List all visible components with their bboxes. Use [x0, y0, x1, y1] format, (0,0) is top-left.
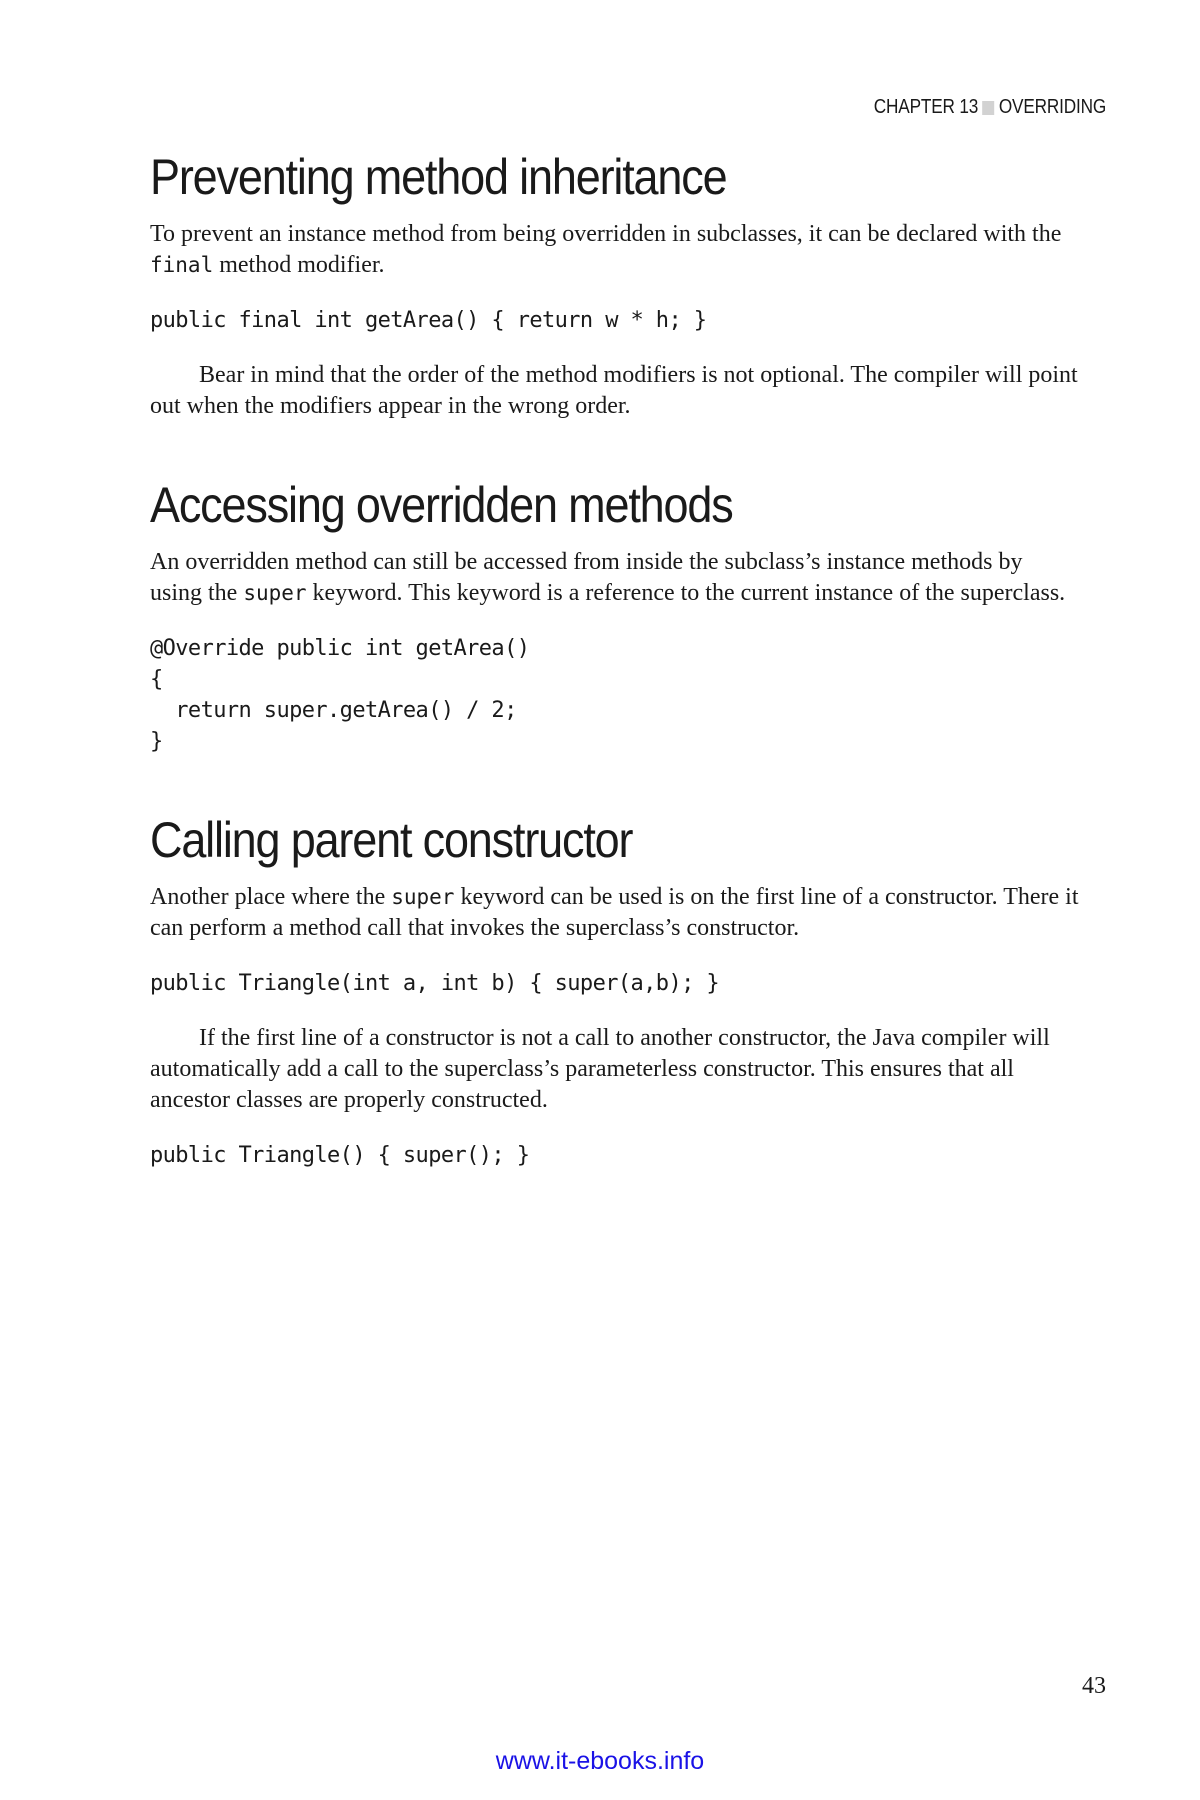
- paragraph: To prevent an instance method from being…: [150, 219, 1080, 281]
- paragraph-text: method modifier.: [213, 252, 385, 278]
- code-block: @Override public int getArea() { return …: [150, 636, 530, 754]
- paragraph-text: Another place where the: [150, 884, 392, 910]
- paragraph: If the first line of a constructor is no…: [150, 1025, 1050, 1113]
- paragraph: Another place where the super keyword ca…: [150, 882, 1080, 944]
- section-heading: Preventing method inheritance: [150, 149, 728, 205]
- header-separator-square: [982, 100, 995, 115]
- section-heading: Calling parent constructor: [150, 812, 634, 868]
- paragraph-text: An overridden method can still be access…: [150, 549, 1023, 606]
- code-block: public Triangle() { super(); }: [150, 1143, 530, 1168]
- inline-code: super: [391, 885, 455, 909]
- paragraph-text: keyword. This keyword is a reference to …: [306, 580, 1066, 606]
- inline-code: super: [243, 581, 307, 605]
- page-number: 43: [1082, 1673, 1106, 1699]
- paragraph: Bear in mind that the order of the metho…: [150, 362, 1078, 419]
- section-heading: Accessing overridden methods: [150, 477, 734, 533]
- code-block: public Triangle(int a, int b) { super(a,…: [150, 971, 720, 996]
- paragraph-text: To prevent an instance method from being…: [150, 221, 1062, 247]
- chapter-label: CHAPTER 13: [873, 96, 979, 118]
- code-block: public final int getArea() { return w * …: [150, 308, 707, 333]
- paragraph: An overridden method can still be access…: [150, 547, 1080, 609]
- inline-code: final: [150, 253, 214, 277]
- chapter-title: OVERRIDING: [998, 96, 1106, 118]
- running-header: CHAPTER 13 OVERRIDING: [874, 96, 1106, 119]
- footer-link[interactable]: www.it-ebooks.info: [495, 1747, 705, 1775]
- page-content: Preventing method inheritance To prevent…: [150, 150, 1080, 1171]
- paragraph-text: keyword can be used is on the first line…: [150, 884, 1079, 941]
